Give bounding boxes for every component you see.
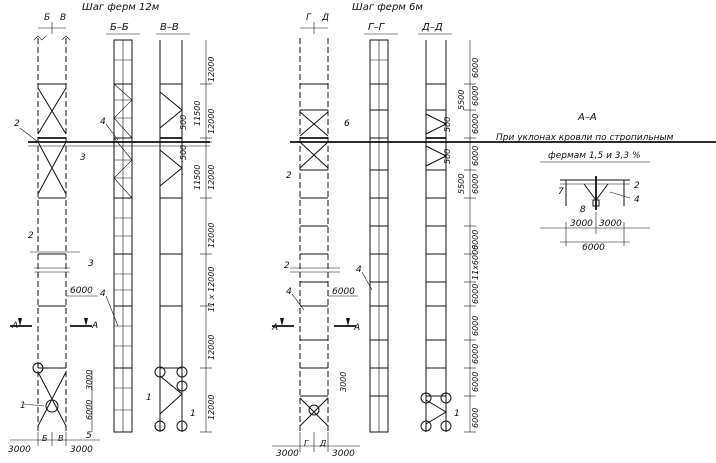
section-vv-title: В–В: [160, 22, 179, 33]
dim-r-6000-2: 6000: [471, 86, 480, 106]
section-dd: Д–Д 500 500 1: [418, 22, 460, 432]
aa-dim-3000-right: 3000: [599, 219, 622, 229]
callout-2: 2: [14, 119, 20, 129]
section-gg-title: Г–Г: [368, 22, 386, 33]
dim-12000-5: 12000: [207, 335, 216, 360]
dim-r-6000-7: 6000: [471, 284, 480, 304]
callout-1-vv-b: 1: [190, 409, 196, 419]
callout-7: 7: [558, 187, 564, 197]
section-aa: А–А При уклонах кровли по стропильным фе…: [496, 112, 674, 253]
dim-500-a: 500: [179, 115, 188, 130]
label-g-bottom: Г: [304, 439, 309, 448]
dim-6000: 6000: [70, 286, 93, 296]
dim-r-6000-1: 6000: [471, 58, 480, 78]
section-mark-a-left-r: А: [271, 323, 278, 333]
dim-r-6000-10: 6000: [471, 372, 480, 392]
callout-4-aa: 4: [634, 195, 640, 205]
dim-r-6000-9: 6000: [471, 344, 480, 364]
support-circle: [32, 362, 44, 374]
title-left: Шаг ферм 12м: [82, 2, 160, 13]
dim-string-right: 6000 6000 5500 6000 6000 5500 6000 6000 …: [457, 40, 480, 433]
callout-1-dd: 1: [454, 409, 460, 419]
callout-2-r: 2: [286, 171, 292, 181]
label-d-bottom: Д: [319, 439, 326, 448]
plan-right: Г Д А А 6000 3000 3000 3000 Г Д 2 2 4 6: [271, 13, 716, 459]
dim-3000-r-left: 3000: [276, 449, 299, 459]
dim-r-5500-2: 5500: [457, 174, 466, 194]
dim-11500-2: 11500: [193, 165, 202, 190]
dim-500-dd-a: 500: [443, 117, 452, 132]
section-vv: В–В 500 500 1 1: [146, 22, 196, 432]
callout-4-gg: 4: [356, 265, 362, 275]
callout-3b: 3: [88, 259, 94, 269]
callout-3: 3: [80, 153, 86, 163]
dim-12000-1: 12000: [207, 57, 216, 82]
dim-r-11x6000: 11х6000: [471, 245, 480, 280]
title-right: Шаг ферм 6м: [352, 2, 423, 13]
section-mark-a-left: А: [11, 321, 18, 331]
callout-1: 1: [20, 401, 26, 411]
dim-string-left: 12000 12000 11500 11500 12000 12000 11 х…: [193, 40, 216, 433]
section-mark-a-right-r: А: [353, 323, 360, 333]
dim-6000-vertical: 6000: [85, 400, 94, 420]
label-b: Б: [44, 13, 50, 23]
dim-3000-right: 3000: [70, 445, 93, 455]
support-circle: [45, 399, 59, 413]
callout-4b: 4: [100, 289, 106, 299]
callout-4: 4: [100, 117, 106, 127]
label-b-bottom: Б: [42, 434, 48, 443]
section-mark-a-right: А: [91, 321, 98, 331]
section-gg: Г–Г 4: [356, 22, 398, 433]
aa-note-line1: При уклонах кровли по стропильным: [496, 133, 674, 143]
dim-500-b: 500: [179, 145, 188, 160]
callout-2-r-b: 2: [284, 261, 290, 271]
callout-2b: 2: [28, 231, 34, 241]
callout-4-r: 4: [286, 287, 292, 297]
label-d: Д: [321, 13, 329, 23]
dim-r-6000-11: 6000: [471, 408, 480, 428]
dim-r-6000-8: 6000: [471, 316, 480, 336]
dim-3000-r-vert: 3000: [339, 372, 348, 392]
aa-dim-6000: 6000: [582, 243, 605, 253]
callout-2-aa: 2: [634, 181, 640, 191]
section-aa-title: А–А: [577, 112, 597, 123]
dim-12000-6: 12000: [207, 395, 216, 420]
callout-8: 8: [580, 205, 586, 215]
label-v-bottom: В: [58, 434, 64, 443]
section-bb: Б–Б 4 4: [100, 22, 140, 433]
aa-dim-3000-left: 3000: [570, 219, 593, 229]
dim-11500-1: 11500: [193, 101, 202, 126]
dim-500-dd-b: 500: [443, 149, 452, 164]
label-v: В: [60, 13, 66, 23]
dim-r-6000-6: 6000: [471, 230, 480, 250]
dim-12000-4: 12000: [207, 223, 216, 248]
dim-r-6000-3: 6000: [471, 114, 480, 134]
callout-5: 5: [86, 431, 92, 441]
dim-3000-r-right: 3000: [332, 449, 355, 459]
callout-6: 6: [344, 119, 350, 129]
dim-3000-vertical: 3000: [85, 370, 94, 390]
dim-r-6000-4: 6000: [471, 146, 480, 166]
dim-12000-3: 12000: [207, 165, 216, 190]
dim-6000-r: 6000: [332, 287, 355, 297]
dim-3000-left: 3000: [8, 445, 31, 455]
dim-r-6000-5: 6000: [471, 174, 480, 194]
dim-r-5500-1: 5500: [457, 90, 466, 110]
aa-note-line2: фермам 1,5 и 3,3 %: [548, 151, 641, 161]
section-dd-title: Д–Д: [421, 22, 443, 33]
section-bb-title: Б–Б: [110, 22, 129, 33]
label-g: Г: [306, 13, 312, 23]
dim-11x12000: 11 х 12000: [207, 267, 216, 312]
dim-12000-2: 12000: [207, 109, 216, 134]
plan-left: А А Б В 3000 3000 Б В 6000 6000 3000 2 3…: [8, 13, 210, 455]
callout-1-vv: 1: [146, 393, 152, 403]
